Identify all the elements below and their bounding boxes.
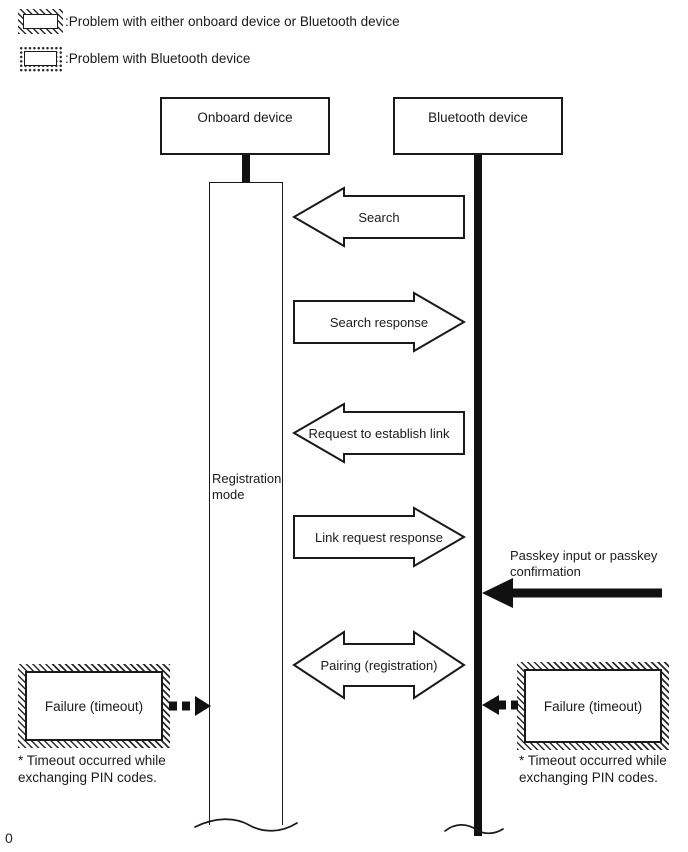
message-arrow-pairing: Pairing (registration) bbox=[292, 627, 466, 703]
page-marker: 0 bbox=[5, 830, 13, 846]
registration-mode-bar: Registration mode bbox=[209, 182, 283, 825]
legend-dotted-swatch bbox=[18, 45, 63, 72]
dashed-left-arrow-icon bbox=[482, 695, 519, 715]
bluetooth-device-box: Bluetooth device bbox=[393, 97, 563, 155]
message-label: Request to establish link bbox=[308, 425, 450, 441]
onboard-device-label: Onboard device bbox=[197, 110, 293, 125]
lifeline-break-wave-icon bbox=[194, 818, 298, 832]
bluetooth-lifeline bbox=[474, 155, 482, 836]
passkey-label: Passkey input or passkey confirmation bbox=[510, 548, 658, 580]
block-arrow-right-icon bbox=[293, 506, 466, 568]
message-label: Search response bbox=[329, 314, 429, 330]
dashed-right-arrow-icon bbox=[169, 696, 211, 716]
failure-box-right: Failure (timeout) bbox=[517, 662, 669, 750]
message-arrow-link-response: Link request response bbox=[292, 505, 466, 569]
timeout-note-left: * Timeout occurred while exchanging PIN … bbox=[18, 753, 166, 785]
failure-box-label: Failure (timeout) bbox=[44, 698, 144, 714]
block-arrow-left-icon bbox=[292, 402, 465, 464]
block-arrow-double-icon bbox=[292, 630, 466, 700]
onboard-device-box: Onboard device bbox=[160, 97, 330, 155]
timeout-note-right: * Timeout occurred while exchanging PIN … bbox=[519, 753, 667, 785]
legend-item-label: :Problem with Bluetooth device bbox=[65, 51, 251, 66]
failure-box-left: Failure (timeout) bbox=[18, 664, 170, 748]
legend-hatched-swatch bbox=[18, 9, 63, 34]
registration-mode-label: Registration mode bbox=[212, 471, 282, 502]
lifeline-break-wave-icon bbox=[444, 824, 504, 835]
failure-box-label: Failure (timeout) bbox=[543, 698, 643, 714]
block-arrow-right-icon bbox=[293, 291, 466, 353]
message-label: Link request response bbox=[315, 529, 443, 545]
block-arrow-left-icon bbox=[292, 186, 465, 248]
onboard-connector-stub bbox=[242, 155, 250, 183]
message-arrow-request-link: Request to establish link bbox=[292, 401, 466, 465]
message-arrow-search: Search bbox=[292, 185, 466, 249]
solid-left-arrow-icon bbox=[482, 578, 662, 608]
message-label: Search bbox=[358, 209, 400, 225]
message-arrow-search-response: Search response bbox=[292, 290, 466, 354]
bluetooth-device-label: Bluetooth device bbox=[428, 110, 528, 125]
message-label: Pairing (registration) bbox=[320, 657, 438, 673]
legend-item-label: :Problem with either onboard device or B… bbox=[65, 14, 400, 29]
